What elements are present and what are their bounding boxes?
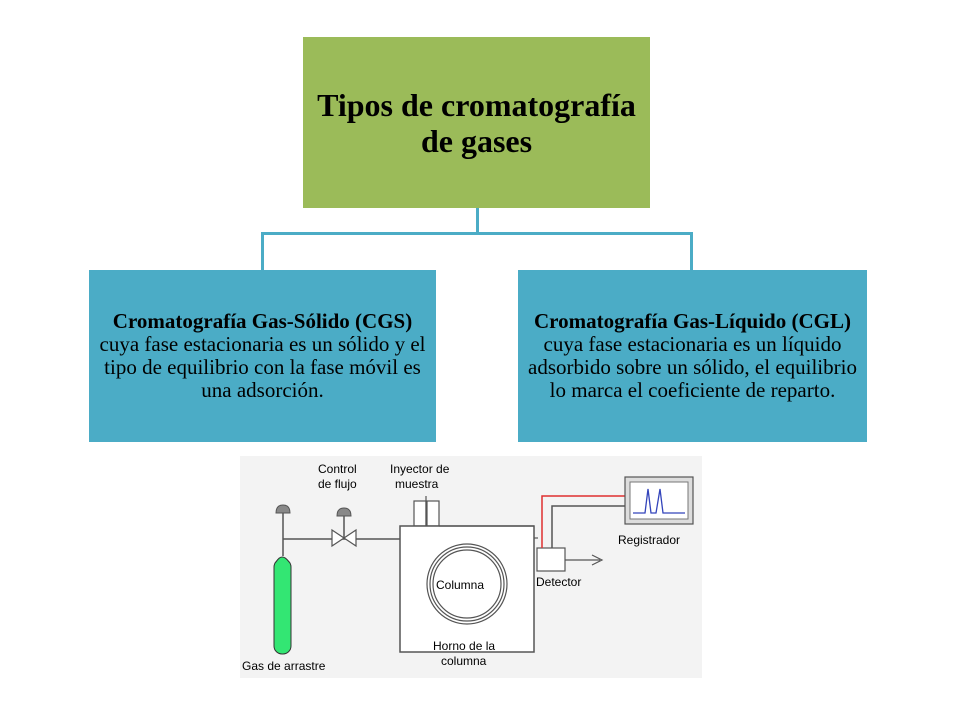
signal-wire-red — [541, 495, 625, 548]
connector-right-drop — [690, 232, 693, 270]
root-title: Tipos de cromatografía de gases — [317, 86, 636, 159]
gas-arrastre-label: Gas de arrastre — [242, 659, 326, 673]
injector-icon — [413, 496, 440, 528]
detector-label: Detector — [536, 575, 581, 589]
recorder-icon — [624, 476, 694, 525]
gas-chromatograph-diagram: Control de flujo Inyector de muestra Col… — [240, 456, 702, 678]
columna-label: Columna — [436, 578, 484, 592]
node-gas-solid: Cromatografía Gas-Sólido (CGS) cuya fase… — [89, 270, 436, 442]
connector-horizontal — [261, 232, 693, 235]
outlet-arrow-icon — [565, 554, 604, 566]
pressure-gauge-icon — [275, 504, 291, 556]
node-gas-liquid: Cromatografía Gas-Líquido (CGL) cuya fas… — [518, 270, 867, 442]
connector-stem — [476, 208, 479, 233]
node-gas-liquid-description: cuya fase estacionaria es un líquido ads… — [528, 332, 857, 402]
node-gas-solid-title: Cromatografía Gas-Sólido (CGS) — [112, 309, 413, 333]
node-gas-liquid-title: Cromatografía Gas-Líquido (CGL) — [534, 309, 851, 333]
node-gas-liquid-text: Cromatografía Gas-Líquido (CGL) cuya fas… — [522, 310, 863, 402]
horno-label-1: Horno de la — [433, 639, 495, 653]
node-gas-solid-text: Cromatografía Gas-Sólido (CGS) cuya fase… — [93, 310, 432, 402]
control-flujo-label-1: Control — [318, 462, 357, 476]
connector-left-drop — [261, 232, 264, 270]
root-node: Tipos de cromatografía de gases — [303, 37, 650, 208]
flow-valve-icon — [331, 507, 357, 548]
gas-cylinder-icon — [273, 556, 292, 655]
node-gas-solid-description: cuya fase estacionaria es un sólido y el… — [99, 332, 426, 402]
column-coil-icon — [426, 543, 508, 625]
detector-box — [536, 547, 566, 572]
signal-wire-grey — [551, 505, 625, 548]
control-flujo-label-2: de flujo — [318, 477, 357, 491]
horno-label-2: columna — [441, 654, 487, 668]
inyector-label-2: muestra — [395, 477, 439, 491]
inyector-label-1: Inyector de — [390, 462, 450, 476]
registrador-label: Registrador — [618, 533, 680, 547]
